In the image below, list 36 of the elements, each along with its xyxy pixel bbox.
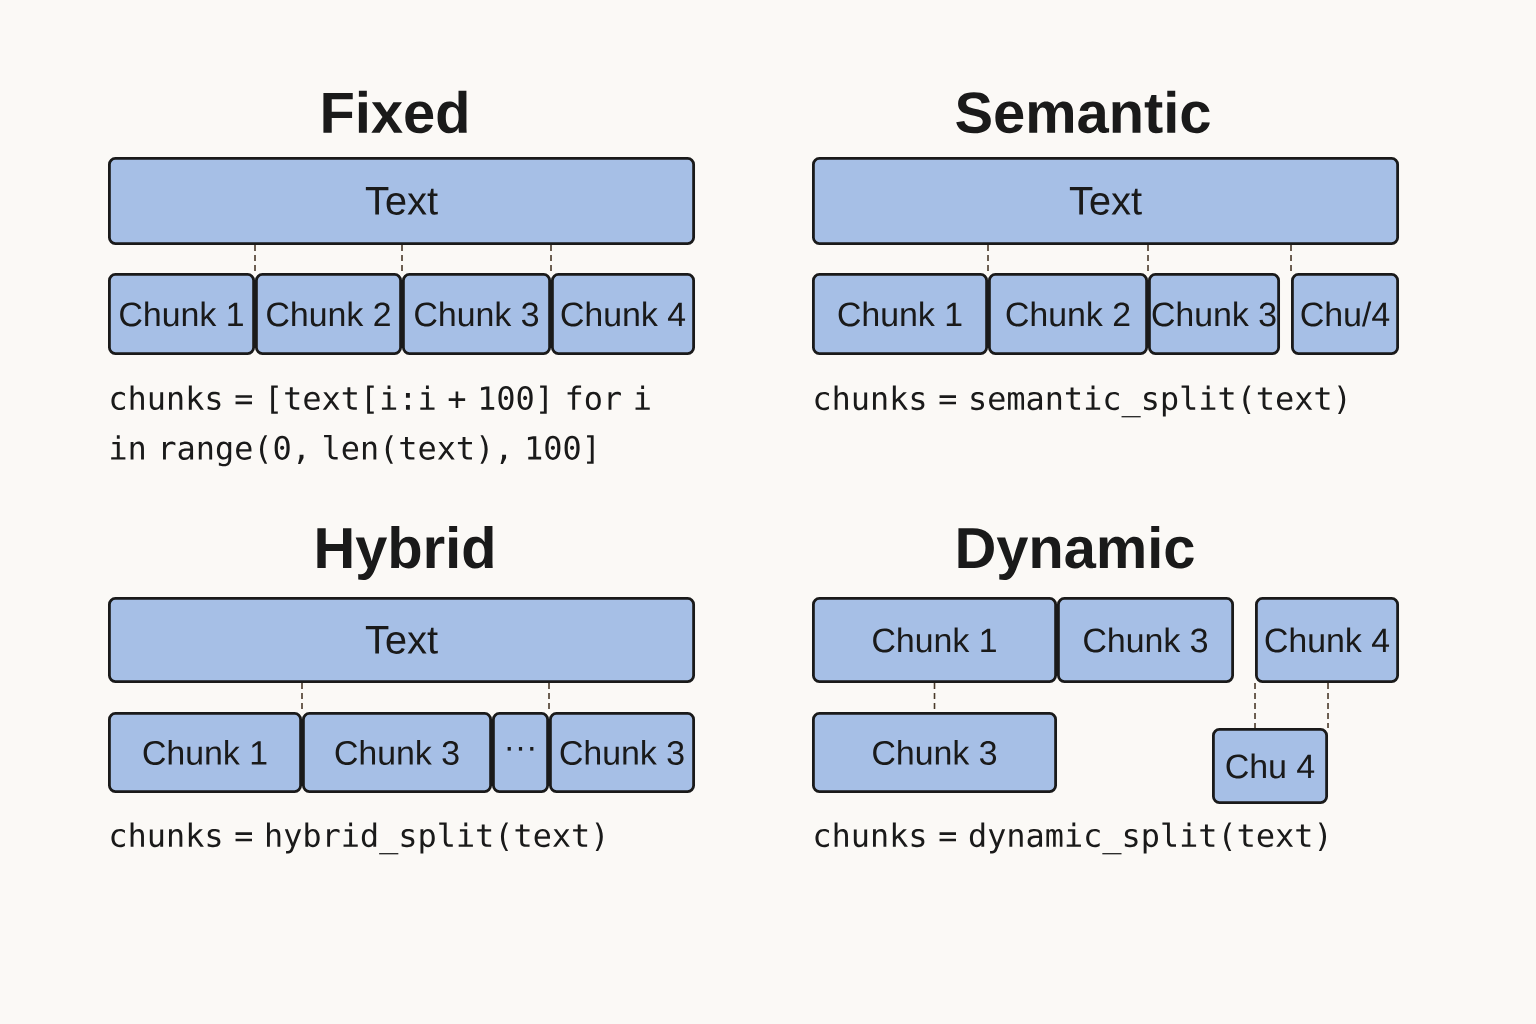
chunk-box: Chunk 1: [108, 273, 255, 355]
chunk-box: Chunk 1: [812, 273, 988, 355]
code-snippet: chunks = hybrid_split(text): [111, 822, 603, 855]
chunk-box: Chunk 3: [549, 712, 695, 793]
split-line: [1147, 244, 1149, 274]
chunk-box: ···: [492, 712, 549, 793]
chunk-box: Chunk 3: [1057, 597, 1234, 683]
chunk-box: Chunk 2: [988, 273, 1148, 355]
chunk-box: Chu 4: [1212, 728, 1328, 804]
text-box: Text: [812, 157, 1399, 245]
chunk-box: Chunk 1: [812, 597, 1057, 683]
code-snippet: chunks = semantic_split(text): [815, 385, 1346, 418]
split-line: [1254, 682, 1256, 729]
text-box: Text: [108, 157, 695, 245]
chunk-box: Chunk 3: [402, 273, 551, 355]
chunk-box: Chu/4: [1291, 273, 1399, 355]
heading: Dynamic: [958, 526, 1194, 580]
split-line: [254, 244, 256, 274]
chunk-box: Chunk 4: [1255, 597, 1399, 683]
split-line: [1327, 682, 1329, 729]
code-snippet: chunks = dynamic_split(text): [815, 822, 1326, 855]
chunk-box: Chunk 2: [255, 273, 402, 355]
chunk-box: Chunk 4: [551, 273, 695, 355]
split-line: [987, 244, 989, 274]
heading: Fixed: [323, 90, 467, 134]
chunk-box: Chunk 3: [1148, 273, 1280, 355]
text-box: Text: [108, 597, 695, 683]
heading: Semantic: [956, 90, 1210, 134]
code-snippet: chunks = [text[i:i + 100] for i in range(0, len(text), 100]: [111, 385, 650, 467]
split-line: [550, 244, 552, 274]
split-line: [401, 244, 403, 274]
heading: Hybrid: [317, 526, 493, 580]
split-line: [1290, 244, 1292, 274]
chunk-box: Chunk 3: [302, 712, 492, 793]
chunk-box: Chunk 3: [812, 712, 1057, 793]
chunk-box: Chunk 1: [108, 712, 302, 793]
